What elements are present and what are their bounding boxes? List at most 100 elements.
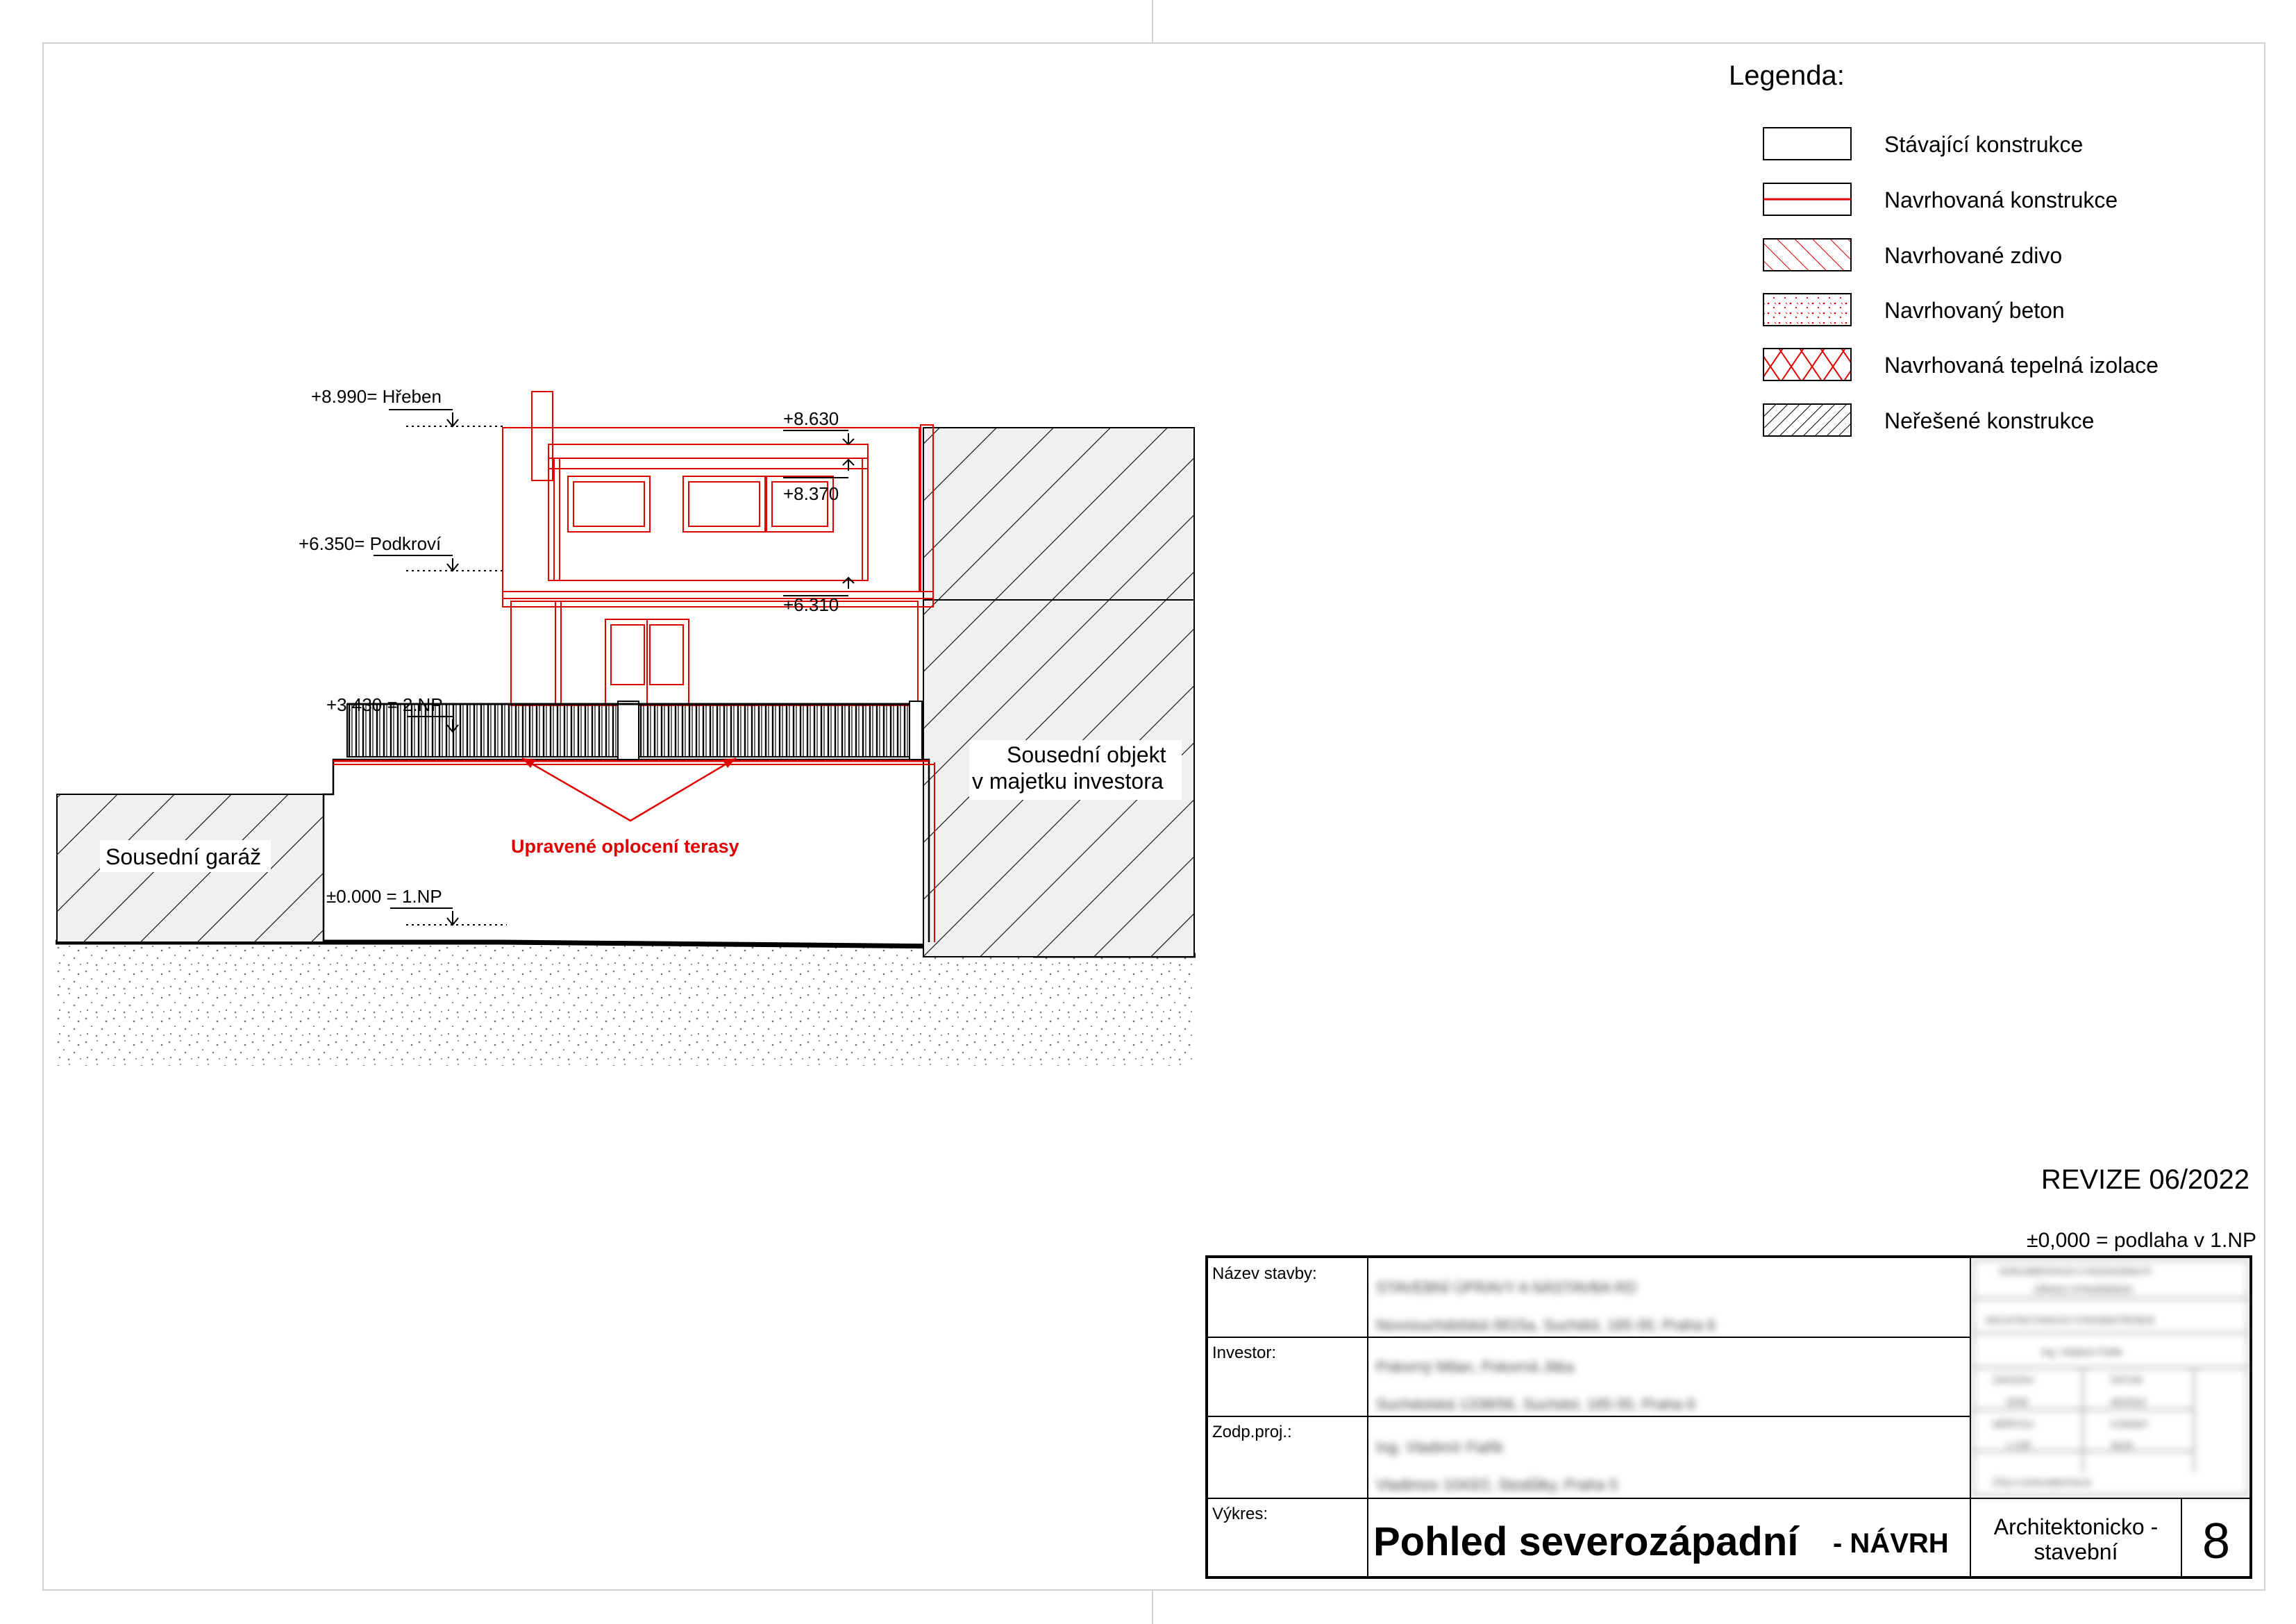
tb-right-cell-10: 1:100 xyxy=(2006,1439,2031,1450)
tb-designer-line2: Vladimov 1043/2, Stodůlky, Praha 5 xyxy=(1376,1476,1618,1493)
tb-label-investor: Investor: xyxy=(1212,1343,1276,1362)
dormer-window-left xyxy=(567,476,651,533)
attic-column-right xyxy=(920,424,934,592)
elevation-drawing: Sousední garáž Sousední objekt v majetku… xyxy=(56,386,1196,1066)
level-ridge-arrow xyxy=(446,412,459,428)
dormer-window-left-inner xyxy=(573,481,645,527)
ground-fill xyxy=(57,944,1196,1066)
level-attic-label: +6.350= Podkroví xyxy=(299,533,442,554)
level-marker-8630: +8.630 xyxy=(783,408,855,446)
legend-swatch-concrete xyxy=(1763,293,1852,326)
dormer-window-mid-inner xyxy=(688,481,760,527)
level-6310-arrow xyxy=(842,576,855,589)
garage-label-bg xyxy=(100,840,271,872)
level-marker-6310: +6.310 xyxy=(783,576,855,615)
tb-right-cell-11: 3xA4 xyxy=(2111,1439,2133,1450)
legend-title: Legenda: xyxy=(1729,60,1845,91)
level-marker-floor1: ±0.000 = 1.NP xyxy=(326,886,507,926)
revision-label: REVIZE 06/2022 xyxy=(2041,1164,2249,1195)
tb-right-cell-12: ČÍSLO DOKUMENTACE xyxy=(1993,1477,2092,1488)
upper-floor xyxy=(502,391,934,706)
level-marker-floor2: +3.430 = 2.NP xyxy=(326,694,459,733)
drawing-section-line2: stavební xyxy=(2034,1539,2118,1564)
drawing-section-line1: Architektonicko - xyxy=(1994,1514,2159,1539)
level-floor1-arrow xyxy=(446,911,459,926)
tb-blurred-info: STAVEBNÍ ÚPRAVY A NÁSTAVBA RD Novosuchdo… xyxy=(1376,1259,2249,1496)
tb-right-cell-4: ZAKÁZKA xyxy=(1993,1375,2034,1385)
ground-floor-outline xyxy=(322,758,930,942)
dormer-roof xyxy=(548,444,869,459)
dormer-window-right-inner xyxy=(771,481,828,527)
level-6310-label: +6.310 xyxy=(783,594,839,615)
legend-label-unresolved: Neřešené konstrukce xyxy=(1884,408,2094,433)
level-8370-label: +8.370 xyxy=(783,483,839,504)
legend-swatch-insulation xyxy=(1763,348,1852,381)
sheet-frame xyxy=(42,42,2265,1591)
level-floor2-arrow xyxy=(446,719,459,733)
fence-note-label: Upravené oplocení terasy xyxy=(511,836,739,857)
legend-swatch-unresolved xyxy=(1763,403,1852,437)
neighbor-building-hatch xyxy=(923,428,1194,957)
terrace-door-inner-right xyxy=(649,624,684,685)
legend-swatch-existing xyxy=(1763,127,1852,160)
garage-label: Sousední garáž xyxy=(106,844,261,869)
level-marker-attic: +6.350= Podkroví xyxy=(299,533,503,572)
level-8370-arrow xyxy=(842,458,855,471)
level-8630-label: +8.630 xyxy=(783,408,839,429)
tb-right-cell-9: FORMÁT xyxy=(2111,1419,2149,1430)
tb-right-cell-2: ARCHITEKTONICKO STAVEBNÍ ŘEŠENÍ xyxy=(1986,1315,2154,1325)
tb-right-cell-8: MĚŘÍTKO xyxy=(1993,1419,2034,1430)
tb-right-cell-3: Ing. Vladimír Fiafík xyxy=(2041,1346,2123,1357)
zero-level-note: ±0,000 = podlaha v 1.NP xyxy=(2027,1229,2256,1252)
fence-note-arrow-right xyxy=(722,758,736,768)
terrace-railing-gap xyxy=(617,701,639,760)
dormer-window-mid xyxy=(682,476,766,533)
level-8630-arrow xyxy=(842,433,855,446)
level-ridge-label: +8.990= Hřeben xyxy=(311,386,442,407)
neighbor-label-bg xyxy=(969,740,1182,800)
neighbor-label-line2: v majetku investora xyxy=(972,769,1164,794)
tb-right-cell-5: DATUM xyxy=(2111,1375,2142,1385)
tb-investor-line2: Suchdolská 1338/56, Suchdol, 165 00, Pra… xyxy=(1376,1396,1695,1413)
dormer-body xyxy=(548,458,869,581)
level-floor1-label: ±0.000 = 1.NP xyxy=(326,886,442,907)
legend-label-proposed: Navrhovaná konstrukce xyxy=(1884,187,2118,212)
legend-label-masonry: Navrhované zdivo xyxy=(1884,243,2062,268)
terrace-railing-post-right xyxy=(909,701,923,760)
tb-right-grid xyxy=(1972,1259,2249,1496)
tb-investor-line1: Pokorný Milan, Pokorná Jitka xyxy=(1376,1358,1575,1375)
tb-label-building: Název stavby: xyxy=(1212,1264,1317,1283)
drawing-title-suffix: - NÁVRH xyxy=(1833,1527,1949,1559)
dormer-window-right xyxy=(766,476,834,533)
tb-right-cell-7: 06/2022 xyxy=(2111,1396,2146,1407)
title-block: Název stavby: Investor: Zodp.proj.: Výkr… xyxy=(1205,1255,2252,1579)
neighbor-label-line1: Sousední objekt xyxy=(1007,742,1166,767)
tb-right-cell-0: DOKUMENTACE K ROZHODNUTÍ xyxy=(2000,1266,2151,1277)
level-marker-8370: +8.370 xyxy=(783,458,855,504)
terrace-railing-left xyxy=(346,703,619,757)
tb-right-cell-6: 0035 xyxy=(2006,1396,2028,1407)
fence-note-leader xyxy=(521,757,737,822)
legend-label-existing: Stávající konstrukce xyxy=(1884,132,2083,157)
level-attic-arrow xyxy=(446,558,459,572)
terrace-door-inner-left xyxy=(610,624,645,685)
chimney xyxy=(531,391,553,481)
attic-wall xyxy=(502,427,920,592)
drawing-title: Pohled severozápadní xyxy=(1373,1519,1800,1564)
sheet-number: 8 xyxy=(2202,1514,2230,1569)
tb-right-cell-1: ÚŘADU STAVEBNÍHO xyxy=(2034,1284,2133,1295)
legend-label-concrete: Navrhovaný beton xyxy=(1884,298,2065,323)
terrace-railing-right xyxy=(638,703,910,757)
legend: Legenda: Stávající konstrukce Navrhovaná… xyxy=(1729,60,2159,437)
level-marker-ridge: +8.990= Hřeben xyxy=(311,386,504,428)
upper-floor-wall xyxy=(510,601,919,706)
tb-label-drawing: Výkres: xyxy=(1212,1505,1268,1523)
tb-building-line1: STAVEBNÍ ÚPRAVY A NÁSTAVBA RD xyxy=(1376,1279,1636,1296)
level-floor2-label: +3.430 = 2.NP xyxy=(326,694,443,715)
tb-label-designer: Zodp.proj.: xyxy=(1212,1423,1292,1441)
legend-label-insulation: Navrhovaná tepelná izolace xyxy=(1884,353,2159,378)
legend-swatch-masonry xyxy=(1763,238,1852,271)
tb-designer-line1: Ing. Vladimír Fiafík xyxy=(1376,1439,1504,1456)
fence-note-arrow-left xyxy=(522,758,536,768)
